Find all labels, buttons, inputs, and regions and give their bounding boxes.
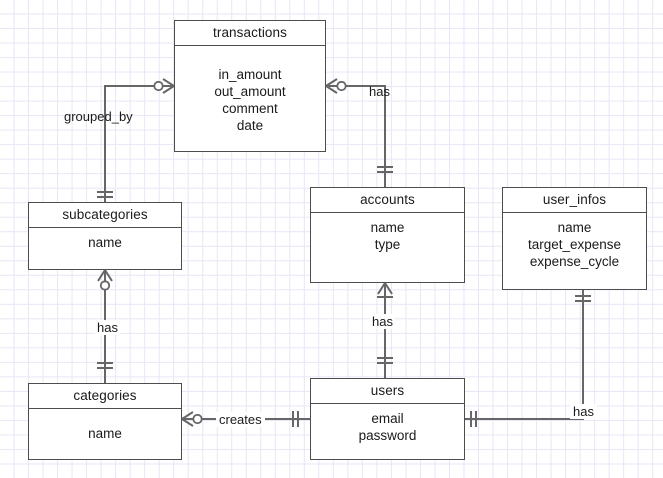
entity-title: subcategories xyxy=(29,203,181,228)
relationship-label-grouped-by: grouped_by xyxy=(64,109,133,124)
relationship-label-subcategories-has-categories: has xyxy=(95,320,120,335)
entity-transactions[interactable]: transactions in_amount out_amount commen… xyxy=(174,20,326,152)
entity-title: transactions xyxy=(175,21,325,46)
connector-grouped-by xyxy=(97,78,175,202)
entity-attributes: email password xyxy=(311,404,464,444)
entity-accounts[interactable]: accounts name type xyxy=(310,187,465,283)
relationship-label-user-infos-has-users: has xyxy=(570,404,597,419)
connector-user-infos-has-users xyxy=(465,290,591,427)
relationship-label-users-creates-categories: creates xyxy=(216,412,265,427)
attribute: name xyxy=(88,235,122,250)
entity-attributes: name type xyxy=(311,213,464,253)
attribute: comment xyxy=(222,101,278,116)
attribute: name xyxy=(88,426,122,441)
entity-user-infos[interactable]: user_infos name target_expense expense_c… xyxy=(502,187,647,290)
relationship-label-accounts-has-users: has xyxy=(370,314,395,329)
attribute: expense_cycle xyxy=(529,254,620,269)
relationship-label-accounts-has-transactions: has xyxy=(369,84,390,99)
connector-accounts-has-users xyxy=(377,282,393,378)
attribute: target_expense xyxy=(527,237,622,252)
attribute: name xyxy=(370,220,405,235)
entity-attributes: in_amount out_amount comment date xyxy=(175,46,325,134)
entity-title: accounts xyxy=(311,188,464,213)
attribute: in_amount xyxy=(218,67,282,82)
connector-subcategories-has-categories xyxy=(97,269,113,383)
entity-title: user_infos xyxy=(503,188,646,213)
attribute: name xyxy=(557,220,592,235)
attribute: password xyxy=(358,428,417,443)
attribute: date xyxy=(236,118,264,133)
entity-categories[interactable]: categories name xyxy=(28,383,182,460)
entity-title: users xyxy=(311,379,464,404)
attribute: email xyxy=(371,411,404,426)
entity-title: categories xyxy=(29,384,181,409)
entity-attributes: name xyxy=(29,409,181,442)
attribute: out_amount xyxy=(214,84,286,99)
entity-attributes: name xyxy=(29,228,181,251)
entity-subcategories[interactable]: subcategories name xyxy=(28,202,182,270)
entity-users[interactable]: users email password xyxy=(310,378,465,460)
attribute: type xyxy=(374,237,401,252)
connector-accounts-has-transactions xyxy=(325,78,393,187)
entity-attributes: name target_expense expense_cycle xyxy=(503,213,646,270)
